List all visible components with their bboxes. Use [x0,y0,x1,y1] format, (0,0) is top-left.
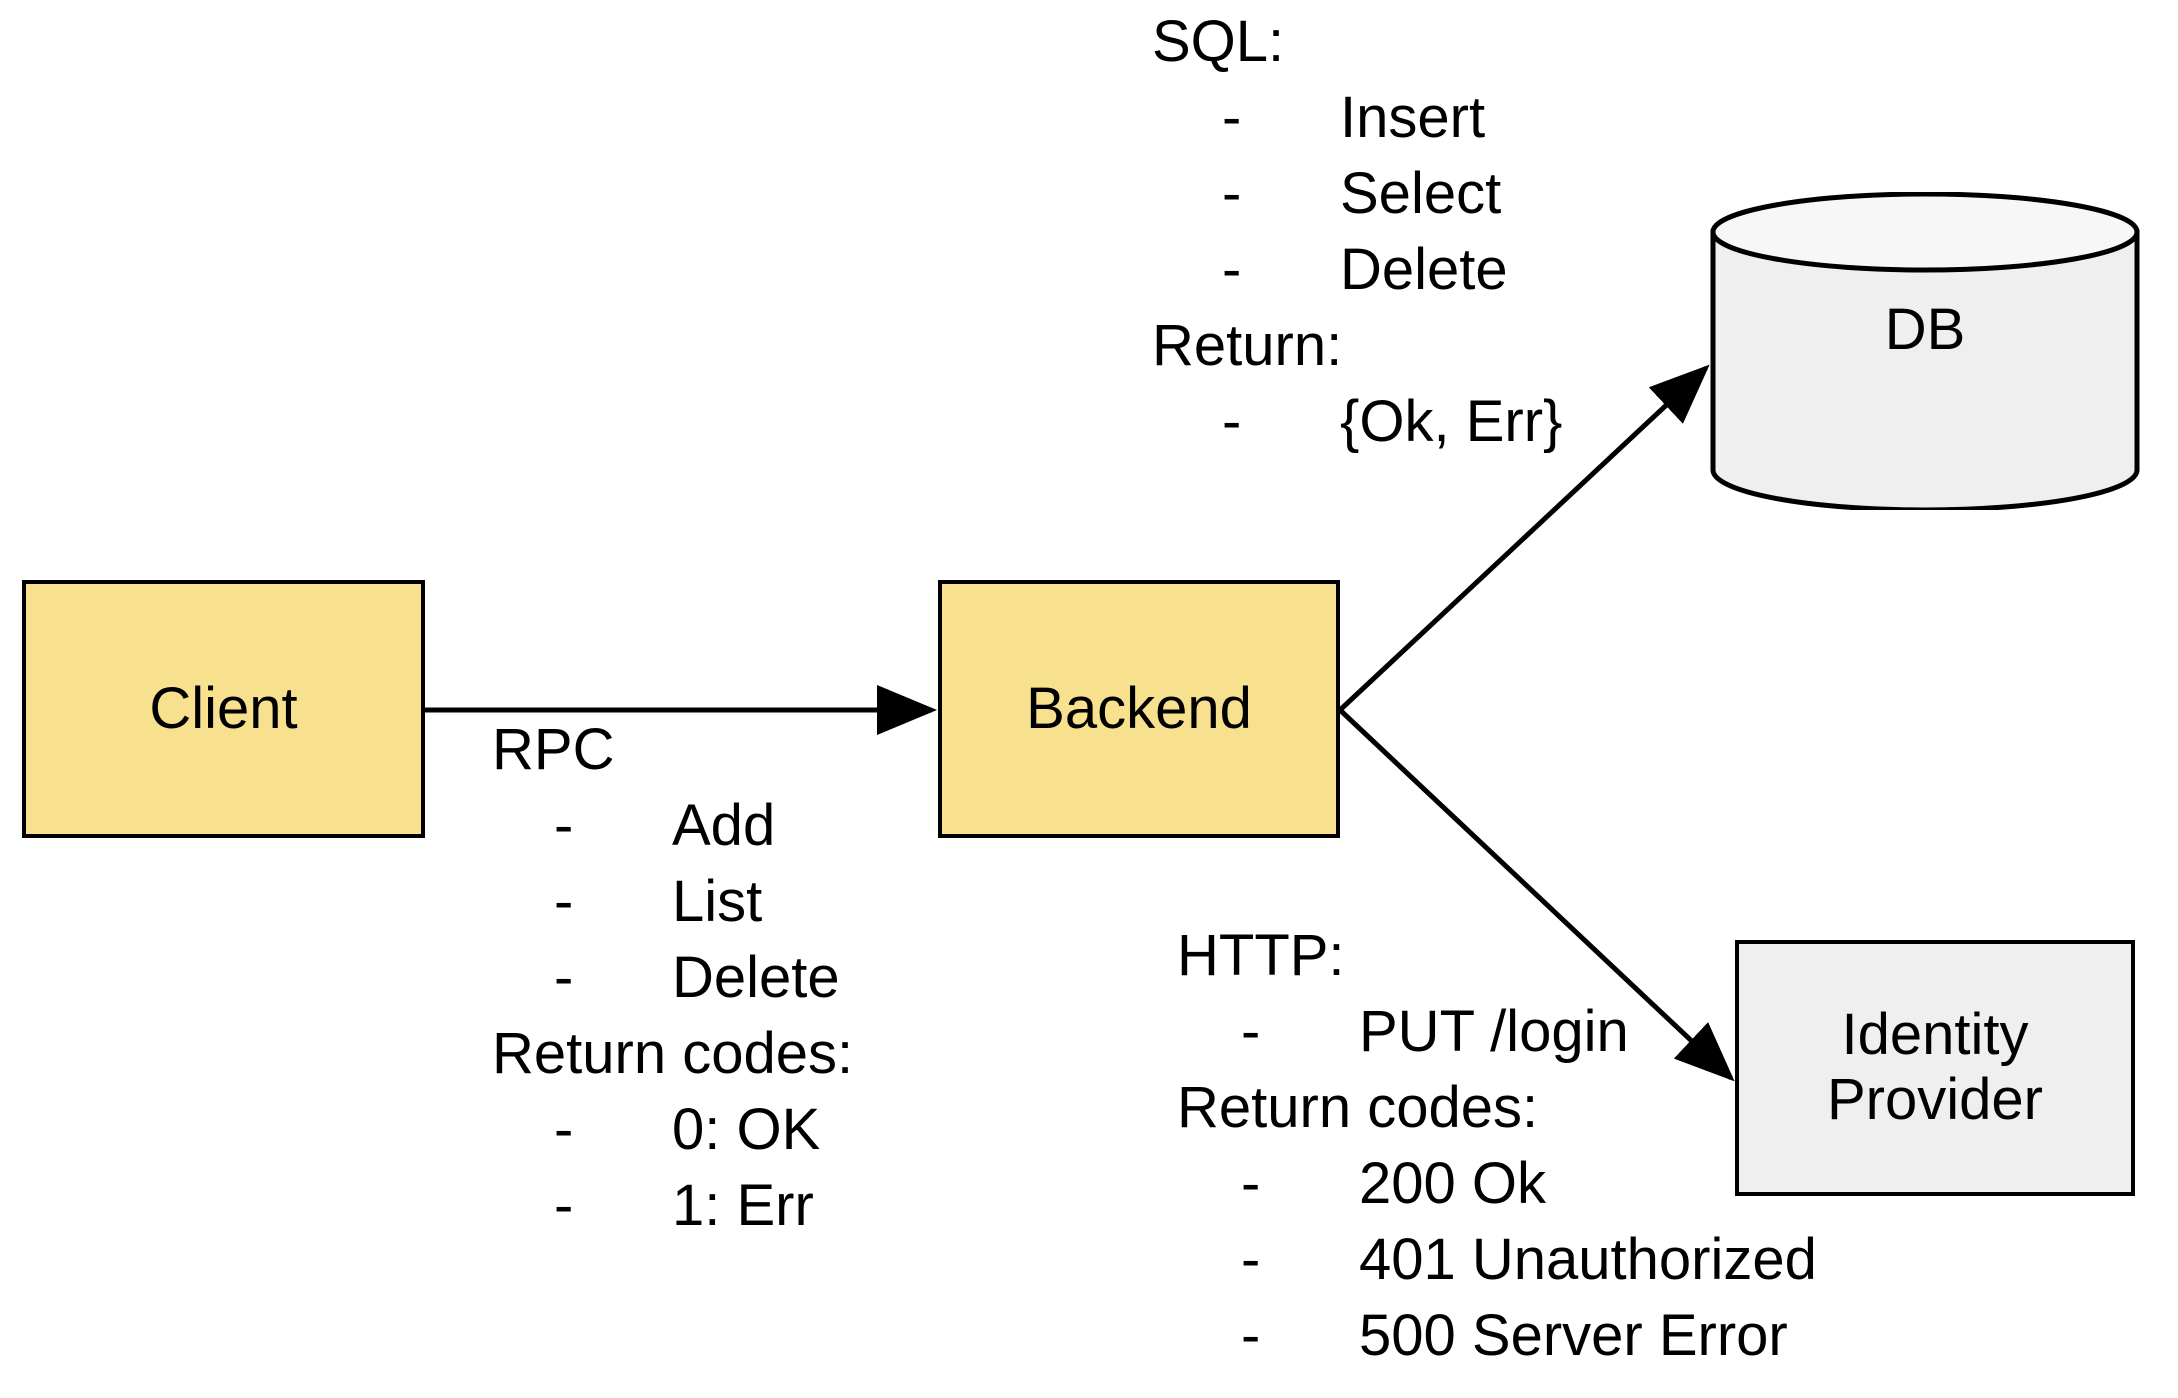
annotation-sql-item-label: Select [1340,161,1502,226]
node-backend-label: Backend [1026,675,1252,741]
annotation-http-return-label: 200 Ok [1359,1151,1546,1216]
annotation-rpc-item: - Add [492,788,853,864]
node-identity-provider-label: Identity Provider [1827,1002,2043,1132]
annotation-http-item-label: PUT /login [1359,999,1629,1064]
annotation-sql: SQL: - Insert - Select - Delete Return: … [1152,4,1562,460]
bullet-dash: - [1241,1303,1261,1368]
node-backend[interactable]: Backend [938,580,1340,838]
annotation-rpc-return-label: 1: Err [672,1173,814,1238]
bullet-dash: - [1222,389,1242,454]
bullet-dash: - [1222,161,1242,226]
annotation-sql-returns-header: Return: [1152,313,1343,378]
bullet-dash: - [554,869,574,934]
annotation-sql-item-label: Insert [1340,85,1486,150]
annotation-rpc-item-label: Delete [672,945,840,1010]
node-client[interactable]: Client [22,580,425,838]
cylinder-shape-icon [1710,192,2140,510]
annotation-rpc-header: RPC [492,717,615,782]
annotation-sql-return-item: - {Ok, Err} [1152,384,1562,460]
annotation-http-return-item: - 500 Server Error [1177,1298,1817,1374]
annotation-http-return-item: - 401 Unauthorized [1177,1222,1817,1298]
annotation-http-return-label: 500 Server Error [1359,1303,1788,1368]
annotation-rpc-returns-header: Return codes: [492,1021,854,1086]
bullet-dash: - [1222,85,1242,150]
annotation-sql-return-label: {Ok, Err} [1340,389,1563,454]
bullet-dash: - [554,793,574,858]
node-client-label: Client [149,675,298,741]
annotation-http-item: - PUT /login [1177,994,1817,1070]
node-identity-provider[interactable]: Identity Provider [1735,940,2135,1196]
annotation-rpc-return-label: 0: OK [672,1097,821,1162]
annotation-sql-item: - Select [1152,156,1562,232]
annotation-rpc-return-item: - 1: Err [492,1168,853,1244]
bullet-dash: - [1241,1151,1261,1216]
annotation-rpc-item: - List [492,864,853,940]
annotation-rpc: RPC - Add - List - Delete Return codes: … [492,712,853,1244]
annotation-rpc-item-label: List [672,869,763,934]
bullet-dash: - [554,945,574,1010]
bullet-dash: - [554,1097,574,1162]
annotation-rpc-item: - Delete [492,940,853,1016]
annotation-rpc-item-label: Add [672,793,776,858]
annotation-sql-item: - Insert [1152,80,1562,156]
node-db-label: DB [1884,297,1966,362]
annotation-sql-item-label: Delete [1340,237,1508,302]
annotation-sql-item: - Delete [1152,232,1562,308]
node-db[interactable]: DB [1710,192,2140,510]
annotation-http-header: HTTP: [1177,923,1345,988]
bullet-dash: - [554,1173,574,1238]
annotation-sql-header: SQL: [1152,9,1285,74]
bullet-dash: - [1222,237,1242,302]
annotation-http-returns-header: Return codes: [1177,1075,1539,1140]
bullet-dash: - [1241,1227,1261,1292]
annotation-rpc-return-item: - 0: OK [492,1092,853,1168]
annotation-http-return-item: - 200 Ok [1177,1146,1817,1222]
bullet-dash: - [1241,999,1261,1064]
annotation-http-return-label: 401 Unauthorized [1359,1227,1817,1292]
annotation-http: HTTP: - PUT /login Return codes: - 200 O… [1177,918,1817,1374]
